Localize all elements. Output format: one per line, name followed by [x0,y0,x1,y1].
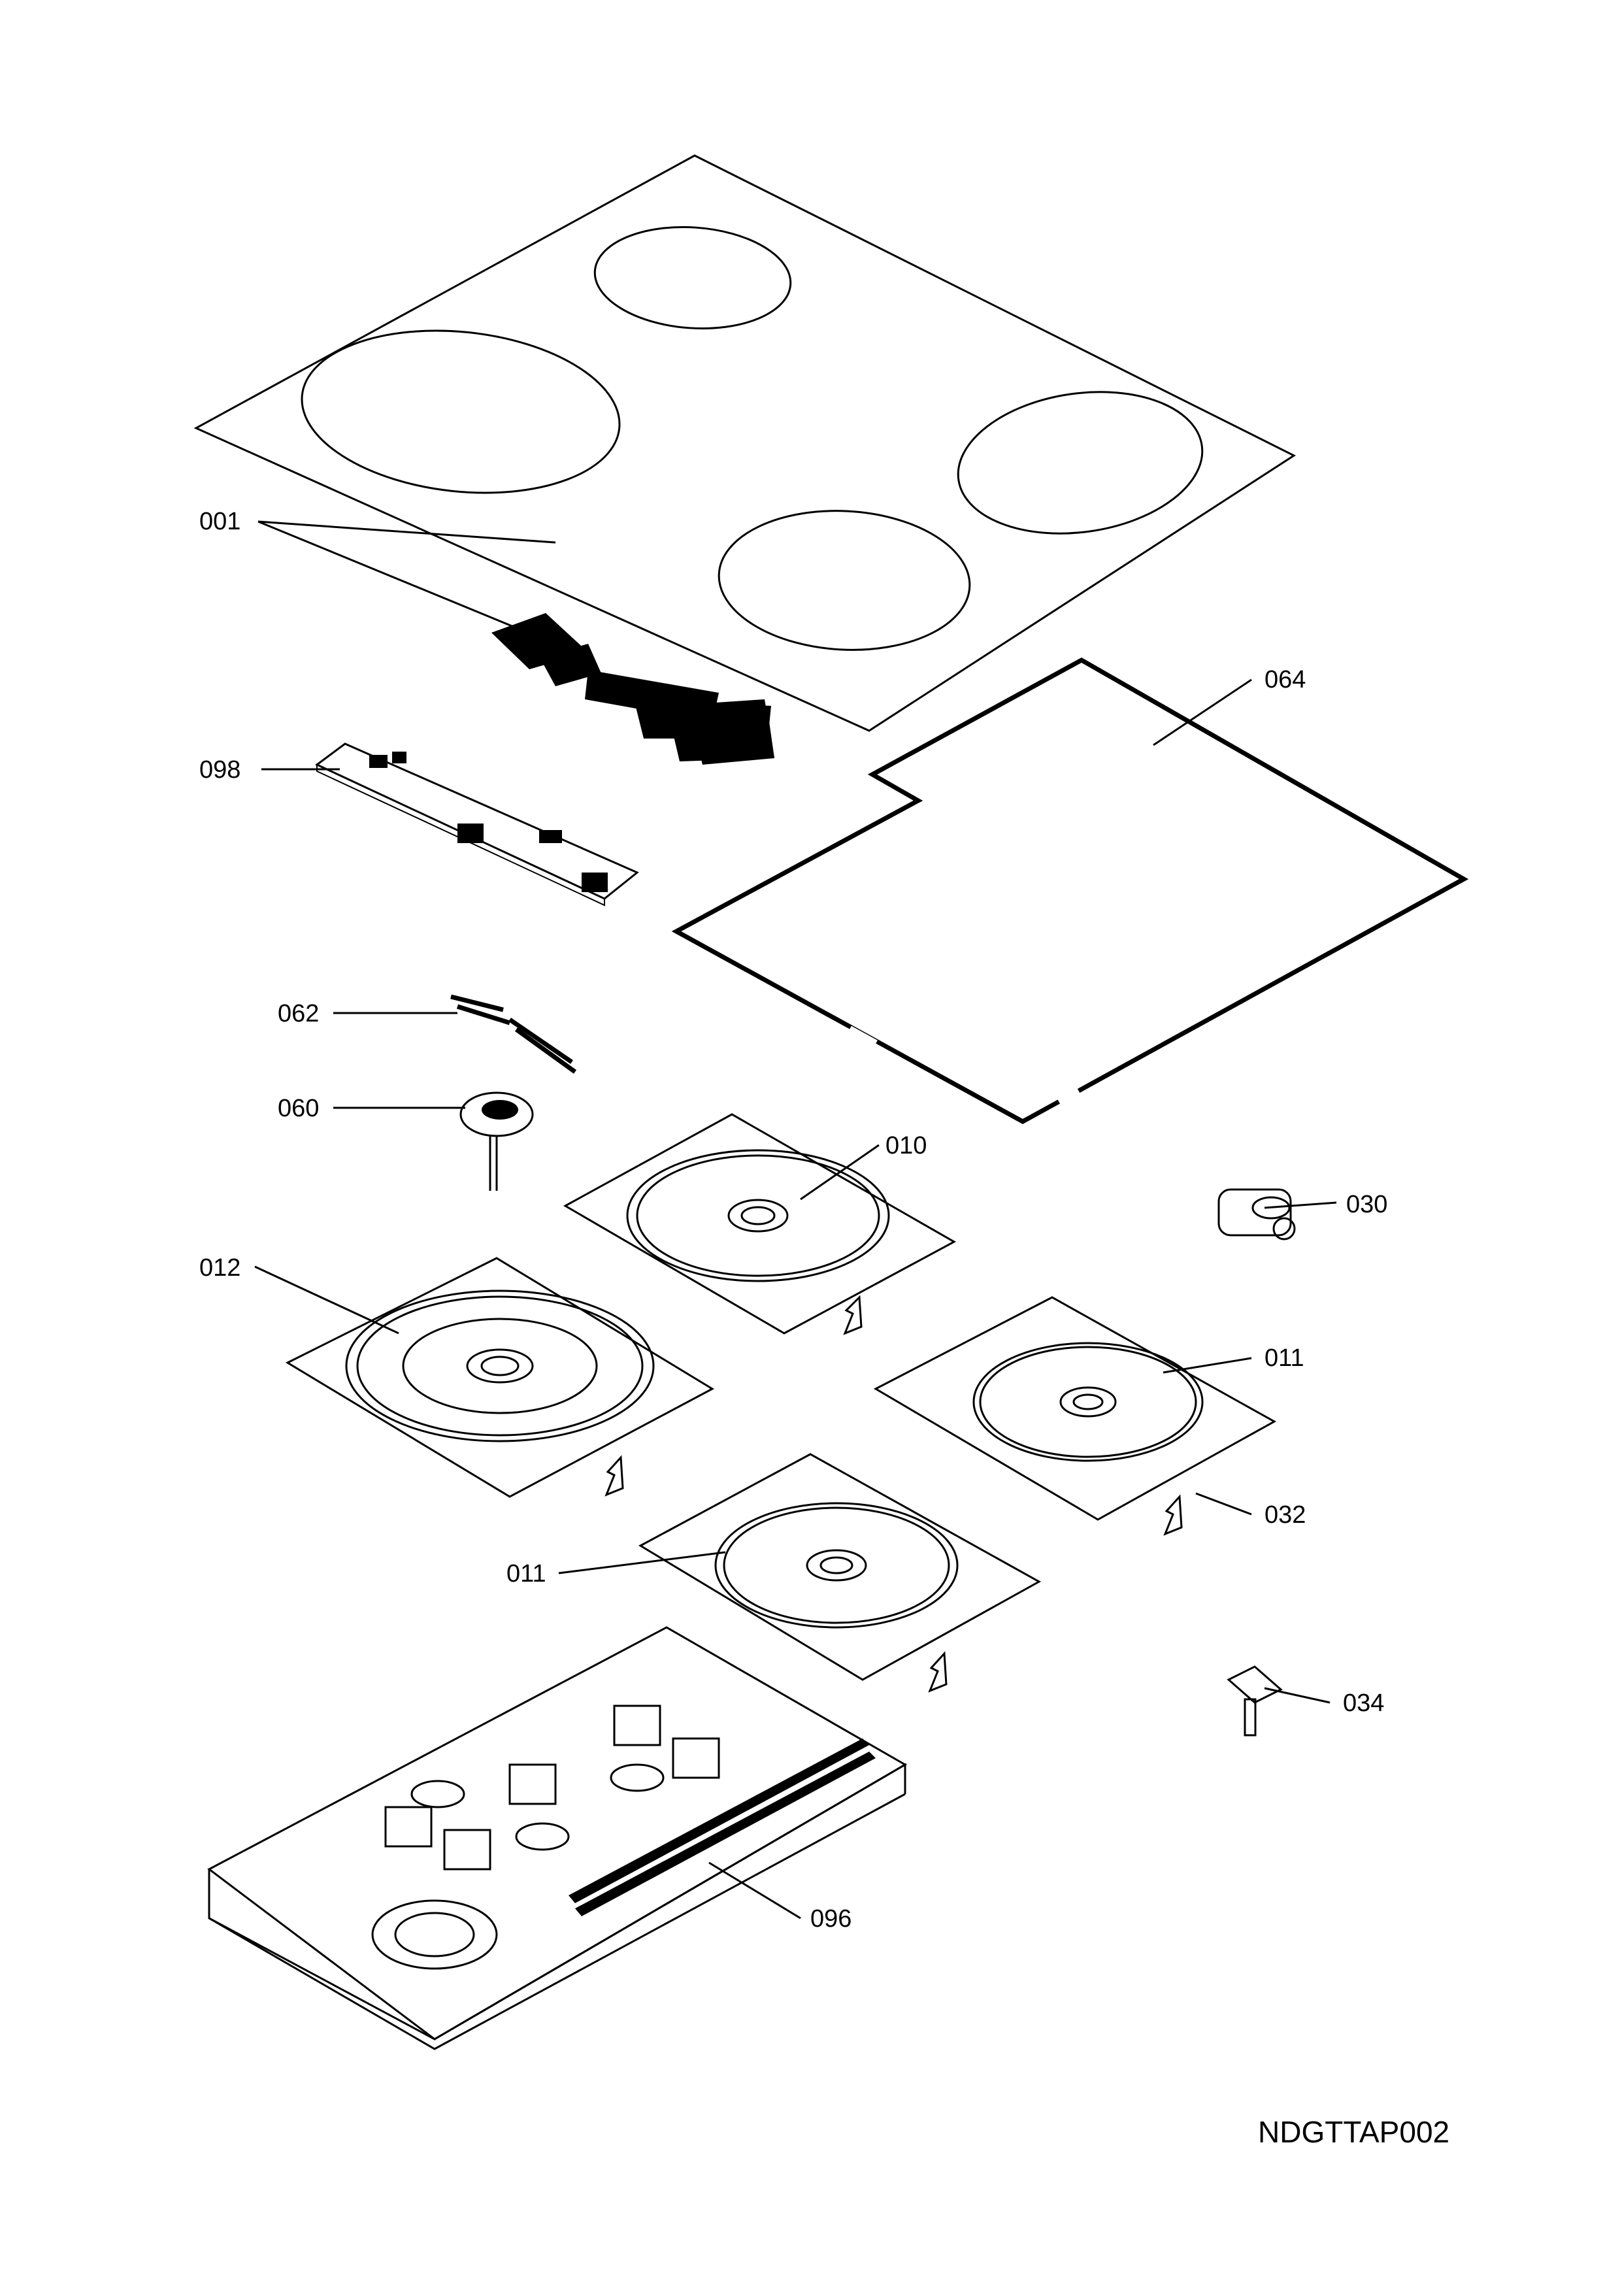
label-062: 062 [278,1000,319,1027]
label-010: 010 [885,1132,927,1159]
part-034 [1227,1665,1283,1737]
heating-element-011-center [638,1453,1042,1693]
label-001: 001 [199,508,240,535]
heating-element-010 [563,1113,957,1335]
touch-control-keys [491,613,774,765]
label-098: 098 [199,756,240,784]
base-chassis-096 [207,1626,907,2050]
leader-lines [254,520,1337,1920]
label-011-right: 011 [1265,1344,1304,1372]
heating-element-012 [285,1257,715,1498]
glass-top-001 [193,154,1297,765]
part-030 [1217,1188,1296,1240]
control-board-098 [315,742,639,907]
label-064: 064 [1265,666,1306,693]
drawing-reference: NDGTTAP002 [1258,2115,1449,2149]
label-032: 032 [1265,1501,1306,1529]
sensor-060 [459,1091,534,1191]
label-034: 034 [1343,1689,1384,1717]
label-030: 030 [1346,1191,1387,1218]
gasket-gaps [848,1025,1080,1105]
clips-062 [450,994,577,1074]
label-096: 096 [810,1905,851,1933]
label-011-center: 011 [506,1560,546,1588]
heating-element-011-right [873,1296,1277,1536]
gasket-064 [671,657,1469,1124]
label-060: 060 [278,1095,319,1122]
label-012: 012 [199,1254,240,1282]
